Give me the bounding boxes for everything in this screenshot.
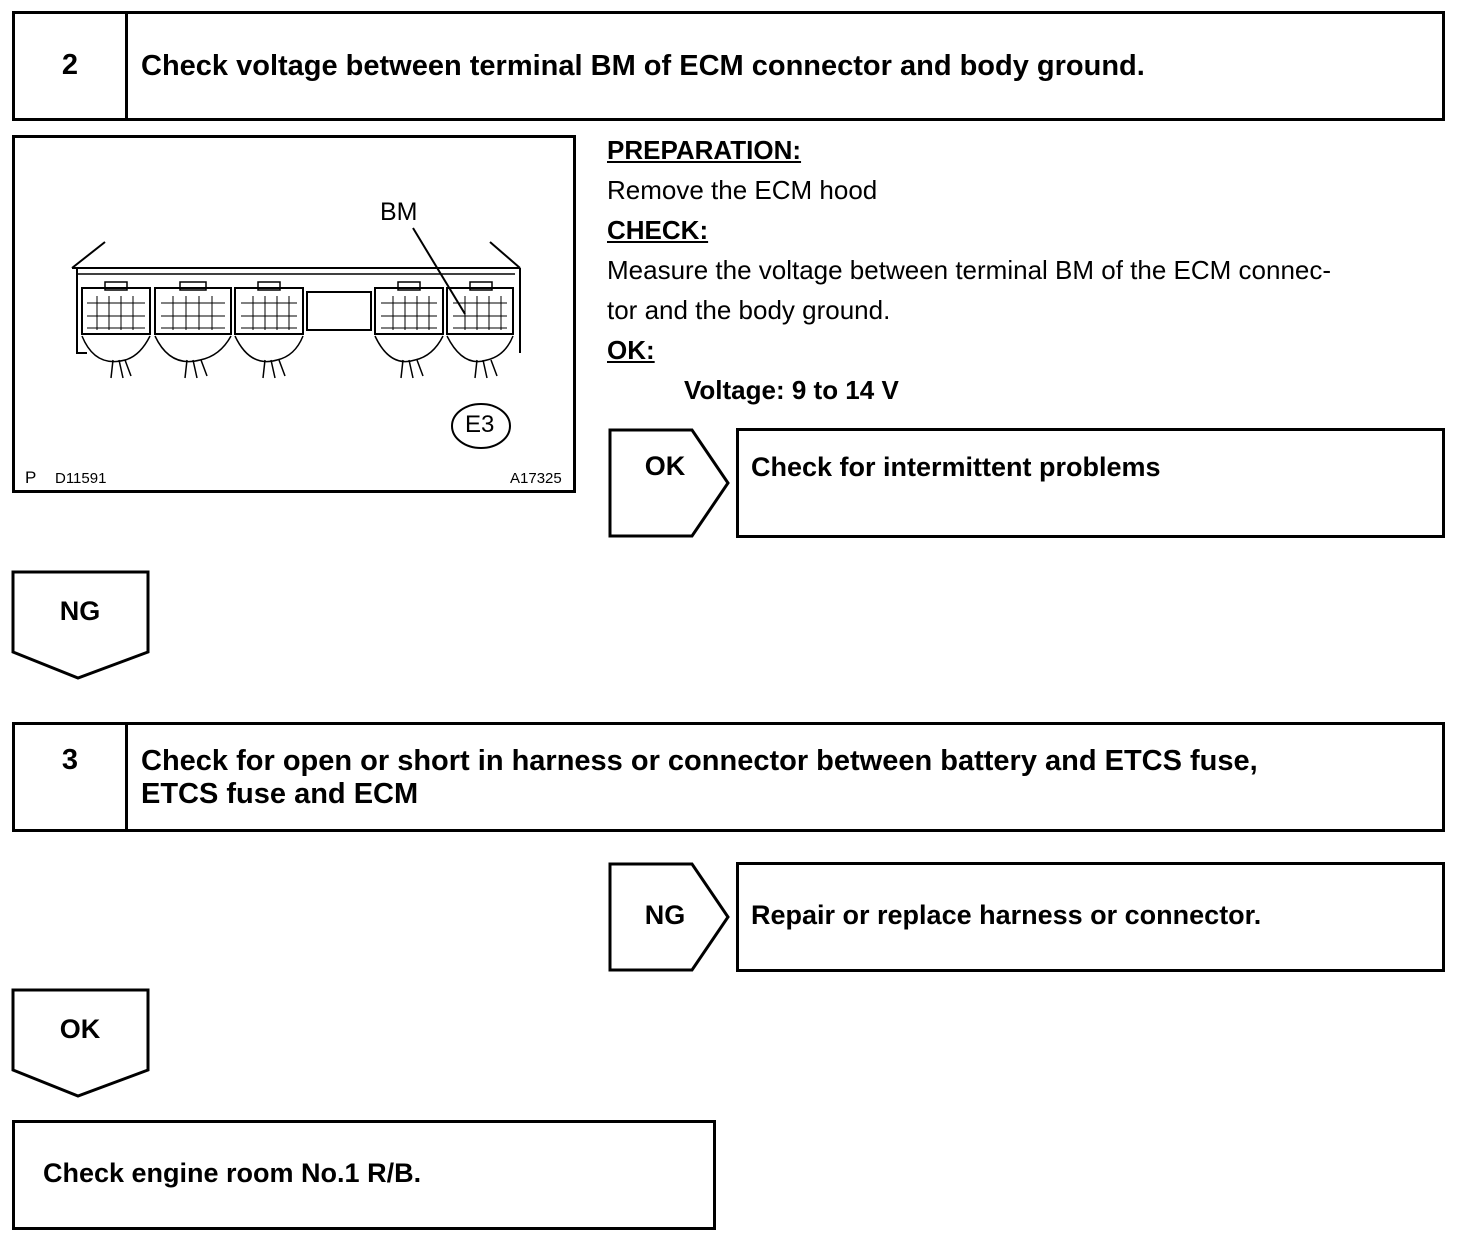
figure-left-code: D11591 xyxy=(55,470,107,487)
connector-figure: BM E3 P D11591 A17325 xyxy=(12,135,576,493)
connector-code-label: E3 xyxy=(465,411,495,438)
step-3-header: 3 Check for open or short in harness or … xyxy=(12,722,1445,832)
final-step-box xyxy=(12,1120,716,1230)
step-2-ok-action: Check for intermittent problems xyxy=(751,452,1161,482)
ok-spec-value: Voltage: 9 to 14 V xyxy=(684,375,899,405)
step-3-ok-label: OK xyxy=(59,1014,101,1044)
step-3-ng-label: NG xyxy=(644,900,686,930)
step-2-ng-arrow xyxy=(11,570,150,680)
bm-terminal-label: BM xyxy=(380,198,418,226)
figure-right-code: A17325 xyxy=(510,470,562,487)
step-3-divider xyxy=(125,725,128,829)
step-2-title: Check voltage between terminal BM of ECM… xyxy=(141,50,1145,82)
step-3-title-line-2: ETCS fuse and ECM xyxy=(141,778,419,810)
ok-heading: OK: xyxy=(607,335,655,365)
step-2-ng-label: NG xyxy=(59,596,101,626)
step-3-ng-result-box xyxy=(736,862,1445,972)
check-text-line-1: Measure the voltage between terminal BM … xyxy=(607,255,1332,285)
step-3-ng-arrow xyxy=(608,862,730,972)
step-2-ok-result-box xyxy=(736,428,1445,538)
step-2-ok-arrow xyxy=(608,428,730,538)
figure-p-code: P xyxy=(25,468,37,487)
ecm-connector-illustration xyxy=(71,227,521,449)
check-heading: CHECK: xyxy=(607,215,709,245)
final-step-text: Check engine room No.1 R/B. xyxy=(43,1158,422,1188)
check-text-line-2: tor and the body ground. xyxy=(607,295,891,325)
step-3-title-line-1: Check for open or short in harness or co… xyxy=(141,745,1258,777)
preparation-text: Remove the ECM hood xyxy=(607,175,878,205)
step-3-number: 3 xyxy=(61,744,79,776)
step-2-ok-label: OK xyxy=(644,451,686,481)
preparation-heading: PREPARATION: xyxy=(607,135,802,165)
step-2-number: 2 xyxy=(61,49,79,81)
step-2-divider xyxy=(125,14,128,118)
step-2-header: 2 Check voltage between terminal BM of E… xyxy=(12,11,1445,121)
step-3-ng-action: Repair or replace harness or connector. xyxy=(751,900,1262,930)
step-3-ok-arrow xyxy=(11,988,150,1098)
